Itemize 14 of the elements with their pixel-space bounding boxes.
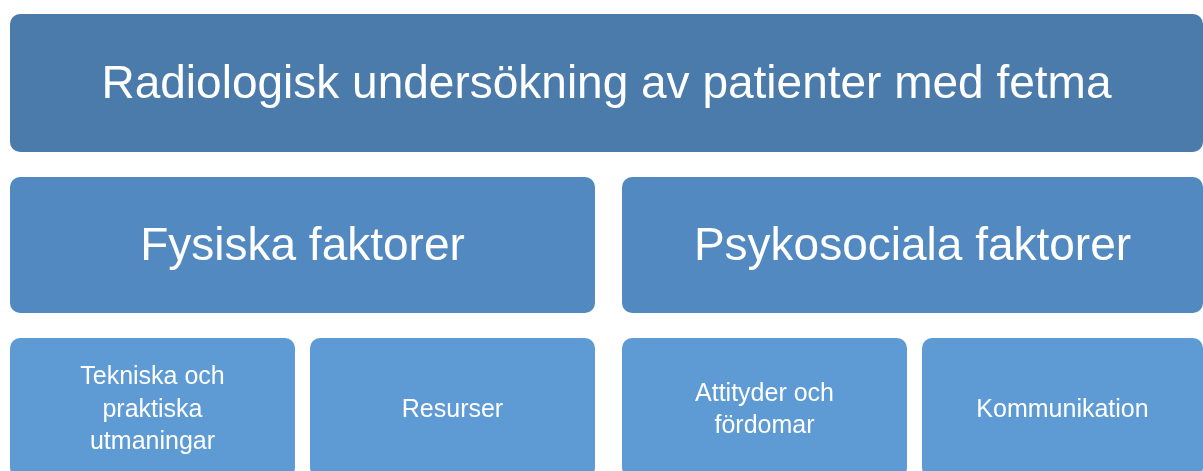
subcategory-box xyxy=(622,338,907,471)
title-box xyxy=(10,14,1203,152)
box-label: Attityder och fördomar xyxy=(694,376,835,440)
subcategory-box xyxy=(922,338,1203,471)
subcategory-box xyxy=(10,338,295,471)
title-text: Radiologisk undersökning av patienter med fetma xyxy=(101,55,1112,111)
subcategory-box xyxy=(310,338,595,471)
category-label: Fysiska faktorer xyxy=(140,217,465,273)
box-label: Kommunikation xyxy=(976,392,1149,424)
category-label: Psykosociala faktorer xyxy=(693,217,1132,273)
box-label: Tekniska och praktiska utmaningar xyxy=(79,360,226,457)
category-box xyxy=(622,177,1203,313)
box-label: Resurser xyxy=(401,392,504,424)
category-box xyxy=(10,177,595,313)
